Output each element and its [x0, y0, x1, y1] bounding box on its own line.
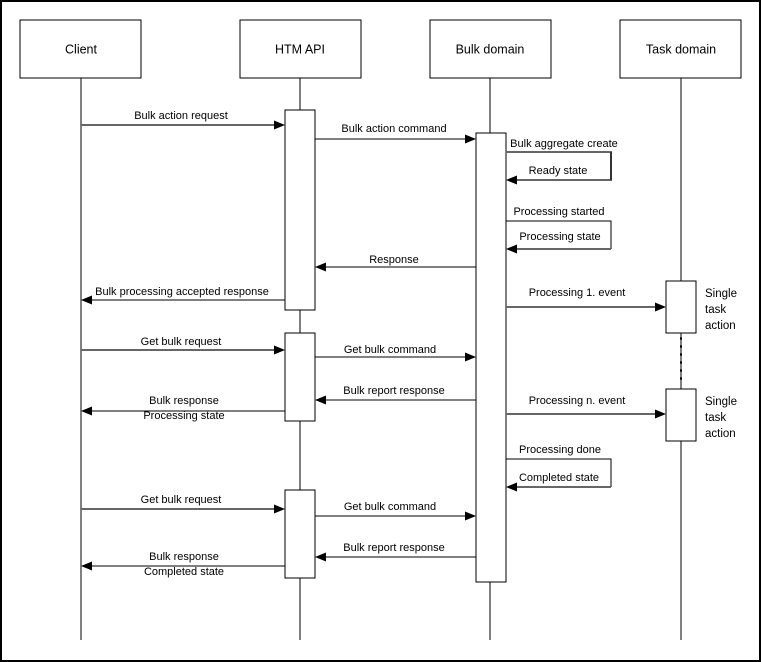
message-label: Processing 1. event [529, 287, 626, 299]
message-label: Bulk action command [341, 123, 446, 135]
activation-htm-api-1[interactable] [284, 109, 316, 311]
message-label: Bulk report response [343, 385, 445, 397]
arrowhead-icon [465, 511, 476, 521]
participant-label-task-domain: Task domain [646, 42, 716, 56]
arrowhead-icon [81, 561, 92, 571]
message-bulk-processing-accepted-response[interactable]: Bulk processing accepted response [81, 286, 285, 305]
arrowhead-icon [315, 395, 326, 405]
message-processing-1-event[interactable]: Processing 1. event [506, 287, 666, 312]
message-label: Get bulk request [141, 494, 222, 506]
arrowhead-icon [506, 482, 517, 492]
message-label: Bulk response [149, 551, 219, 563]
side-note-line-1: Single [705, 288, 737, 300]
message-sublabel: Completed state [144, 566, 224, 578]
self-call-path [506, 220, 612, 249]
self-call-path [506, 458, 612, 487]
message-bulk-response-completed[interactable]: Bulk response Completed state [81, 551, 285, 578]
arrowhead-icon [315, 262, 326, 272]
arrowhead-icon [274, 120, 285, 130]
message-label: Processing n. event [529, 395, 626, 407]
participant-task-domain[interactable]: Task domain [619, 19, 742, 79]
message-bulk-report-response-1[interactable]: Bulk report response [315, 385, 476, 405]
message-get-bulk-request-2[interactable]: Get bulk request [81, 494, 285, 514]
message-sublabel: Processing state [143, 410, 224, 422]
side-note-line-3: action [705, 428, 736, 440]
side-note-line-1: Single [705, 396, 737, 408]
arrowhead-icon [655, 409, 666, 419]
activation-task-domain-1[interactable] [665, 280, 697, 334]
message-label: Get bulk command [344, 344, 436, 356]
side-note-single-task-action-2: Single task action [705, 396, 737, 440]
activation-task-domain-2[interactable] [665, 388, 697, 442]
arrowhead-icon [274, 345, 285, 355]
arrowhead-icon [315, 552, 326, 562]
message-bulk-action-command[interactable]: Bulk action command [315, 123, 476, 144]
arrowhead-icon [465, 352, 476, 362]
message-label: Get bulk command [344, 501, 436, 513]
participant-label-bulk-domain: Bulk domain [456, 42, 525, 56]
arrowhead-icon [655, 302, 666, 312]
participant-client[interactable]: Client [19, 19, 142, 79]
arrowhead-icon [274, 504, 285, 514]
self-call-note: Completed state [519, 472, 599, 484]
message-bulk-response-processing[interactable]: Bulk response Processing state [81, 395, 285, 422]
self-call-note: Processing state [519, 231, 600, 243]
participant-box-task-domain[interactable] [619, 19, 742, 79]
side-note-line-3: action [705, 320, 736, 332]
self-call-label: Processing started [513, 206, 604, 218]
participant-htm-api[interactable]: HTM API [239, 19, 362, 79]
self-call-note: Ready state [529, 165, 588, 177]
activation-htm-api-2[interactable] [284, 332, 316, 422]
participant-box-bulk-domain[interactable] [429, 19, 552, 79]
arrowhead-icon [506, 244, 517, 254]
arrowhead-icon [465, 134, 476, 144]
self-call-bulk-aggregate-create[interactable]: Bulk aggregate create Ready state [506, 138, 618, 185]
message-label: Bulk action request [134, 110, 228, 122]
message-get-bulk-command-2[interactable]: Get bulk command [315, 501, 476, 521]
message-label: Response [369, 254, 419, 266]
activations-layer [284, 109, 697, 583]
participant-label-htm-api: HTM API [275, 42, 325, 56]
message-get-bulk-request-1[interactable]: Get bulk request [81, 336, 285, 355]
message-get-bulk-command-1[interactable]: Get bulk command [315, 344, 476, 362]
self-call-processing-started[interactable]: Processing started Processing state [506, 206, 612, 254]
side-note-line-2: task [705, 304, 726, 316]
message-bulk-report-response-2[interactable]: Bulk report response [315, 542, 476, 562]
self-call-label: Processing done [519, 444, 601, 456]
activation-bulk-domain-1[interactable] [475, 132, 507, 583]
message-response[interactable]: Response [315, 254, 476, 272]
self-call-processing-done[interactable]: Processing done Completed state [506, 444, 612, 492]
participant-bulk-domain[interactable]: Bulk domain [429, 19, 552, 79]
message-label: Bulk response [149, 395, 219, 407]
arrowhead-icon [81, 295, 92, 305]
participant-box-client[interactable] [19, 19, 142, 79]
participant-box-htm-api[interactable] [239, 19, 362, 79]
message-label: Get bulk request [141, 336, 222, 348]
side-note-single-task-action-1: Single task action [705, 288, 737, 332]
self-call-label: Bulk aggregate create [510, 138, 618, 150]
message-bulk-action-request[interactable]: Bulk action request [81, 110, 285, 130]
participant-label-client: Client [65, 42, 97, 56]
message-label: Bulk report response [343, 542, 445, 554]
arrowhead-icon [81, 406, 92, 416]
side-note-line-2: task [705, 412, 726, 424]
message-label: Bulk processing accepted response [95, 286, 269, 298]
activation-htm-api-3[interactable] [284, 489, 316, 579]
arrowhead-icon [506, 175, 517, 185]
message-processing-n-event[interactable]: Processing n. event [506, 395, 666, 419]
